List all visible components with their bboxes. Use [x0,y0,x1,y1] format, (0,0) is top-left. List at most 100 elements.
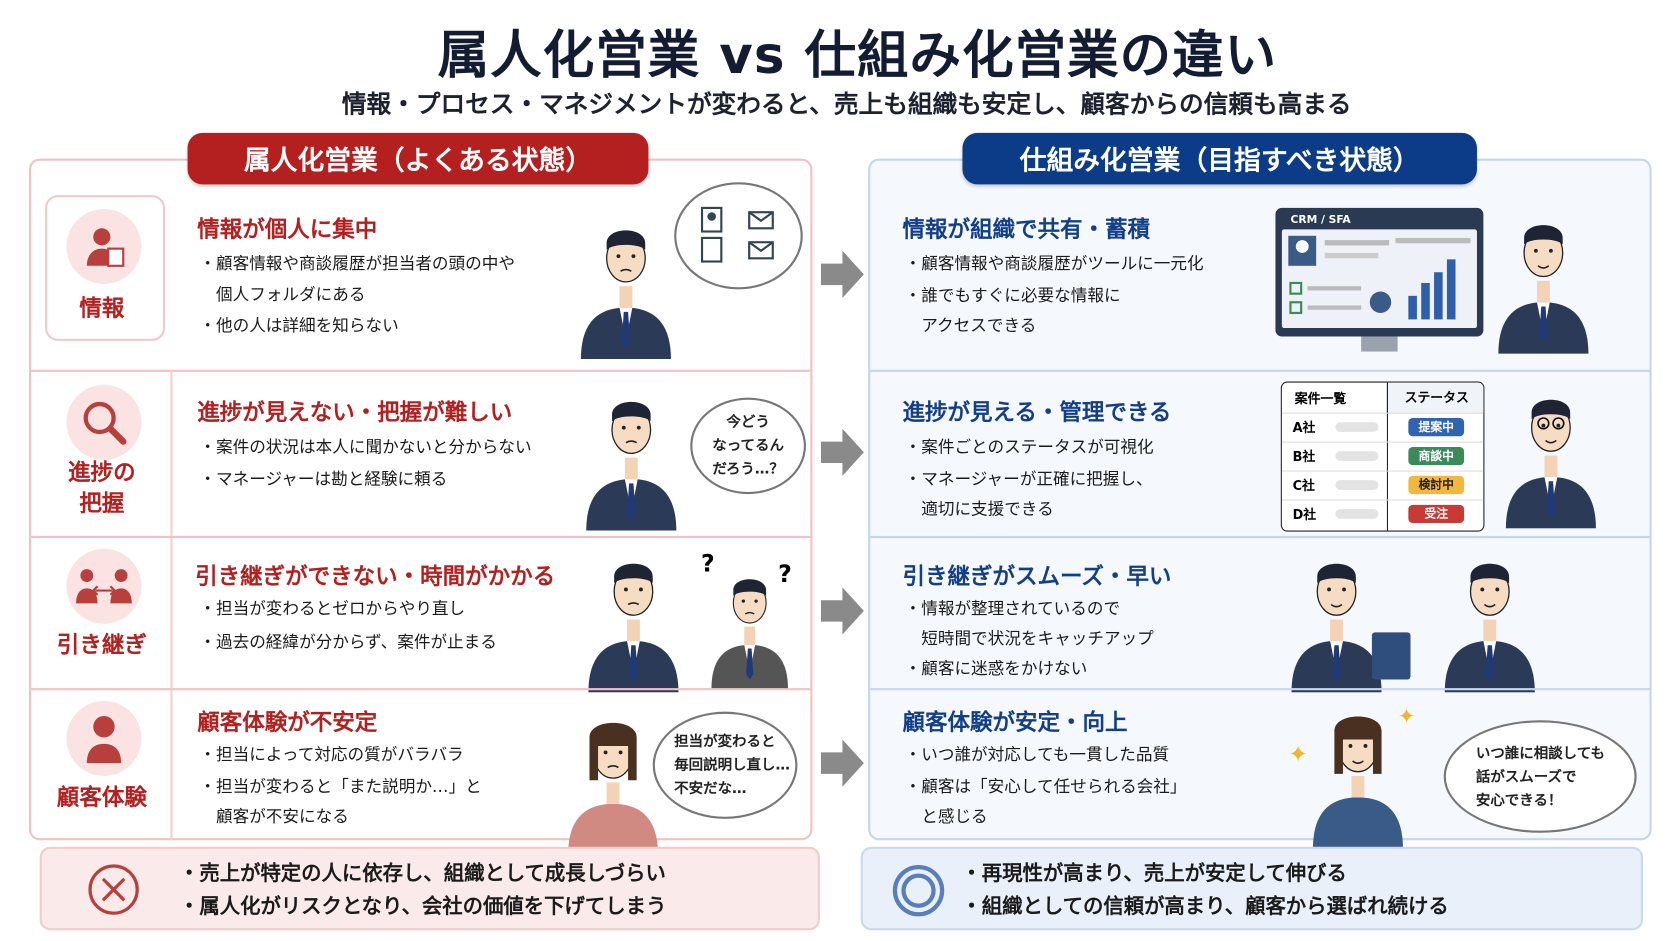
icon-column [31,538,173,689]
bubble-line: 安心できる！ [1475,791,1563,809]
bullet: と感じる [904,807,988,827]
bullet: ・過去の経緯が分からず、案件が止まる [199,632,497,652]
right-row-info: 情報が組織で共有・蓄積 ・顧客情報や商談履歴がツールに一元化 ・誰でもすぐに必要… [870,161,1649,370]
sparkle-icon: ✦ [1397,703,1416,729]
icon-label: 情報 [79,295,125,322]
bullet: ・顧客情報や商談履歴がツールに一元化 [904,254,1204,274]
company: C社 [1292,478,1315,494]
placeholder-bar [1335,509,1379,520]
deal-status-table: 案件一覧 ステータス A社提案中 B社商談中 C社検討中 D社受注 [1280,381,1485,532]
bullet: ・顧客は「安心して任せられる会社」 [904,777,1187,797]
right-row-handover: 引き継ぎがスムーズ・早い ・情報が整理されているので 短時間で状況をキャッチアッ… [870,535,1650,693]
placeholder-bar [1335,422,1379,433]
summary-line: ・売上が特定の人に依存し、組織として成長しづらい [178,861,666,886]
bubble-line: 話がスムーズで [1475,767,1577,786]
table-header: 案件一覧 ステータス [1282,382,1484,413]
thought-bubble-documents [674,182,803,290]
confident-salesperson-illustration [1490,214,1597,358]
bullet: 短時間で状況をキャッチアップ [904,629,1154,649]
summary-line: ・再現性が高まり、売上が安定して伸びる [961,861,1347,886]
bubble-line: だろう…？ [712,460,784,479]
double-circle-icon [892,864,945,917]
company: B社 [1292,449,1316,465]
receiving-salesperson-illustration [1436,553,1543,697]
bullet: アクセスできる [904,316,1037,336]
bullet: ・情報が整理されているので [904,599,1121,619]
speech-bubble: いつ誰に相談しても話がスムーズで安心できる！ [1443,720,1637,833]
thought-bubble: 今どうなってるんだろう…？ [690,397,806,495]
right-summary: ・再現性が高まり、売上が安定して伸びる ・組織としての信頼が高まり、顧客から選ば… [860,846,1644,931]
bullet: ・案件の状況は本人に聞かないと分からない [199,437,532,457]
column-divider [1386,382,1388,531]
right-row-customer: 顧客体験が安定・向上 ・いつ誰が対応しても一貫した品質 ・顧客は「安心して任せら… [870,688,1650,849]
bullet: ・担当が変わるとゼロからやり直し [199,599,466,619]
left-summary: ・売上が特定の人に依存し、組織として成長しづらい ・属人化がリスクとなり、会社の… [39,846,820,931]
bullet: ・他の人は詳細を知らない [199,316,399,336]
status-badge: 検討中 [1408,476,1465,495]
page-title: 属人化営業 vs 仕組み化営業の違い [437,25,1278,86]
crm-monitor-illustration: CRM / SFA [1275,207,1484,352]
icon-label: 進捗の [68,459,136,486]
row-heading: 進捗が見える・管理できる [902,399,1172,426]
bubble-line: 不安だな… [674,780,747,798]
row-heading: 情報が個人に集中 [197,216,378,243]
screen-label: CRM / SFA [1290,214,1351,227]
bullet: ・マネージャーが正確に把握し、 [904,469,1153,489]
manager-illustration [1497,389,1604,533]
document-folder-icon [1371,632,1411,680]
arrow-right-icon [820,587,864,635]
person-info-icon [66,209,142,285]
bullet: ・担当が変わると「また説明か…」と [199,777,482,797]
question-mark-icon: ? [778,561,792,589]
row-heading: 進捗が見えない・把握が難しい [197,399,513,426]
anxious-customer-illustration [559,716,666,860]
placeholder-bar [1335,480,1379,491]
row-heading: 顧客体験が不安定 [197,709,378,736]
icon-column [31,690,173,841]
row-heading: 顧客体験が安定・向上 [902,709,1128,736]
handover-salesperson-illustration [1283,553,1390,697]
bullet: ・マネージャーは勘と経験に頼る [199,469,448,489]
right-header: 仕組み化営業（目指すべき状態） [962,132,1477,185]
icon-label: 引き継ぎ [56,632,147,659]
bullet: ・案件ごとのステータスが可視化 [904,437,1154,457]
bubble-line: 担当が変わると [674,733,776,751]
bullet: 顧客が不安になる [199,807,349,827]
new-salesperson-illustration [704,570,795,692]
right-panel: 情報が組織で共有・蓄積 ・顧客情報や商談履歴がツールに一元化 ・誰でもすぐに必要… [868,158,1652,849]
confused-salesperson-illustration [580,553,687,697]
icon-label: 顧客体験 [56,784,147,811]
upset-customer-icon [66,700,142,776]
crm-screen [1281,229,1477,328]
row-heading: 引き継ぎがスムーズ・早い [902,563,1172,590]
bullet: ・顧客情報や商談履歴が担当者の頭の中や [199,254,516,274]
cross-circle-icon [88,864,139,915]
bubble-line: いつ誰に相談しても [1475,744,1605,762]
handover-people-icon [66,548,142,624]
left-row-handover: 引き継ぎ 引き継ぎができない・時間がかかる ・担当が変わるとゼロからやり直し ・… [31,535,811,693]
thinking-salesperson-illustration [578,391,685,535]
column-header: 案件一覧 [1294,390,1347,406]
arrow-right-icon [820,250,864,298]
right-row-progress: 進捗が見える・管理できる ・案件ごとのステータスが可視化 ・マネージャーが正確に… [870,369,1650,536]
left-row-info: 情報 情報が個人に集中 ・顧客情報や商談履歴が担当者の頭の中や 個人フォルダにあ… [31,161,810,370]
question-mark-icon: ? [700,550,715,578]
documents-mail-icon [700,206,774,263]
left-row-customer: 顧客体験 顧客体験が不安定 ・担当によって対応の質がバラバラ ・担当が変わると「… [31,688,811,856]
table-row: A社 提案中 [1281,412,1484,441]
thought-bubble: 担当が変わると毎回説明し直し… 不安だな… [652,711,798,819]
summary-line: ・組織としての信頼が高まり、顧客から選ばれ続ける [961,894,1449,919]
bullet: ・誰でもすぐに必要な情報に [904,286,1121,306]
status-badge: 提案中 [1408,418,1465,437]
page-subtitle: 情報・プロセス・マネジメントが変わると、売上も組織も安定し、顧客からの信頼も高ま… [341,91,1352,119]
company: A社 [1292,420,1316,436]
bullet: 適切に支援できる [904,499,1054,519]
row-heading: 情報が組織で共有・蓄積 [902,216,1151,243]
happy-customer-illustration [1304,710,1411,854]
bubble-line: 毎回説明し直し… [674,756,790,774]
sparkle-icon: ✦ [1288,741,1309,769]
arrow-right-icon [820,428,864,476]
summary-line: ・属人化がリスクとなり、会社の価値を下げてしまう [178,894,667,919]
monitor-stand [1361,336,1398,352]
column-header: ステータス [1386,382,1484,413]
